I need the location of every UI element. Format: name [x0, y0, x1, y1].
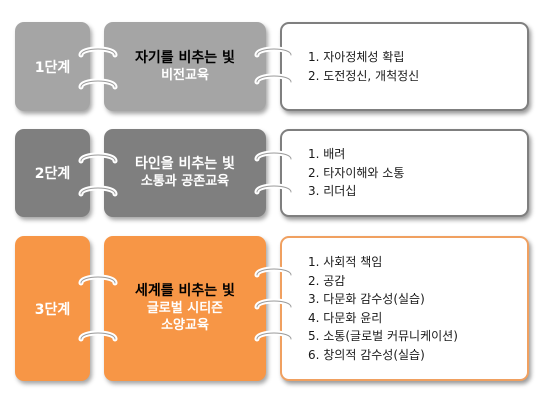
stage-1-theme-sub: 비전교육 — [161, 67, 209, 83]
stage-1-label: 1단계 — [34, 59, 71, 76]
list-item: 6. 창의적 감수성(실습) — [308, 347, 425, 362]
stage-2-box: 2단계 — [15, 129, 90, 217]
stage-2-theme-sub: 소통과 공존교육 — [140, 174, 230, 189]
binder-ring-icon — [254, 46, 294, 58]
binder-ring-icon — [78, 330, 118, 342]
binder-ring-icon — [254, 150, 294, 162]
list-item: 2. 공감 — [308, 273, 346, 288]
list-item: 5. 소통(글로벌 커뮤니케이션) — [308, 329, 458, 343]
list-item: 3. 다문화 감수성(실습) — [308, 292, 425, 306]
binder-ring-icon — [78, 152, 118, 164]
list-item: 1. 자아정체성 확립 — [308, 50, 405, 64]
list-item: 4. 다문화 윤리 — [308, 310, 383, 325]
binder-ring-icon — [78, 46, 118, 58]
stage-3-theme-sub-line-2: 소양교육 — [161, 318, 209, 333]
stage-2-item-list: 1. 배려 2. 타자이해와 소통 3. 리더십 — [280, 129, 529, 217]
stage-2-theme-title: 타인을 비추는 빛 — [135, 156, 235, 172]
binder-ring-icon — [254, 298, 294, 310]
list-item: 1. 사회적 책임 — [308, 255, 383, 269]
list-item: 2. 타자이해와 소통 — [308, 165, 405, 180]
binder-ring-icon — [254, 73, 294, 85]
stage-1-item-list: 1. 자아정체성 확립 2. 도전정신, 개척정신 — [280, 22, 529, 111]
stage-3-theme-title: 세계를 비추는 빛 — [135, 283, 235, 299]
binder-ring-icon — [78, 274, 118, 286]
binder-ring-icon — [254, 330, 294, 342]
list-item: 2. 도전정신, 개척정신 — [308, 68, 420, 83]
list-item: 3. 리더십 — [308, 184, 357, 199]
binder-ring-icon — [78, 185, 118, 197]
binder-ring-icon — [254, 183, 294, 195]
stage-1-theme-title: 자기를 비추는 빛 — [135, 49, 235, 66]
stage-2-label: 2단계 — [34, 166, 71, 182]
stage-3-label: 3단계 — [34, 301, 71, 318]
stage-1-theme-box: 자기를 비추는 빛 비전교육 — [104, 22, 266, 111]
binder-ring-icon — [254, 266, 294, 278]
binder-ring-icon — [78, 78, 118, 90]
stage-3-theme-sub-line-1: 글로벌 시티즌 — [146, 301, 224, 316]
list-item: 1. 배려 — [308, 147, 346, 162]
stage-1-box: 1단계 — [15, 22, 90, 111]
stage-3-theme-box: 세계를 비추는 빛 글로벌 시티즌 소양교육 — [104, 236, 266, 381]
stage-3-box: 3단계 — [15, 236, 90, 381]
stage-3-item-list: 1. 사회적 책임 2. 공감 3. 다문화 감수성(실습) 4. 다문화 윤리… — [280, 236, 529, 381]
stage-2-theme-box: 타인을 비추는 빛 소통과 공존교육 — [104, 129, 266, 217]
